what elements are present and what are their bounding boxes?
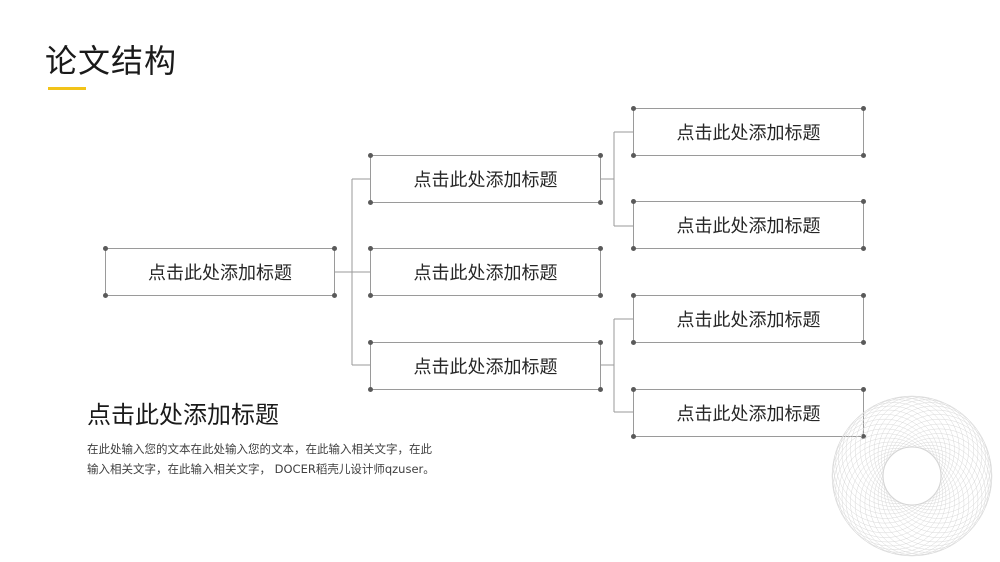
- spirograph-ring: [838, 405, 943, 511]
- corner-dot: [631, 246, 636, 251]
- spirograph-ring: [841, 402, 947, 507]
- tree-node-label: 点击此处添加标题: [148, 263, 292, 284]
- tree-node-label: 点击此处添加标题: [676, 216, 821, 237]
- corner-dot: [631, 387, 636, 392]
- corner-dot: [861, 199, 866, 204]
- summary-body-line: 在此处输入您的文本在此处输入您的文本，在此输入相关文字，在此: [87, 442, 432, 456]
- corner-dot: [631, 153, 636, 158]
- summary-body-line: 输入相关文字，在此输入相关文字， DOCER稻壳儿设计师qzuser。: [87, 462, 435, 476]
- corner-dot: [598, 293, 603, 298]
- corner-dot: [861, 434, 866, 439]
- tree-node-root[interactable]: 点击此处添加标题: [103, 246, 337, 298]
- corner-dot: [861, 340, 866, 345]
- tree-node-label: 点击此处添加标题: [413, 263, 558, 284]
- corner-dot: [598, 200, 603, 205]
- corner-dot: [598, 387, 603, 392]
- corner-dot: [598, 340, 603, 345]
- corner-dot: [861, 106, 866, 111]
- spirograph-ring: [877, 445, 983, 550]
- corner-dot: [368, 340, 373, 345]
- tree-node-level3-2[interactable]: 点击此处添加标题: [631, 199, 866, 251]
- spirograph-ring: [884, 409, 989, 515]
- summary-title: 点击此处添加标题: [87, 401, 279, 429]
- corner-dot: [332, 246, 337, 251]
- corner-dot: [598, 153, 603, 158]
- corner-dot: [631, 293, 636, 298]
- slide-title: 论文结构: [45, 42, 178, 80]
- spirograph-ring: [873, 399, 979, 504]
- spirograph-ring: [881, 441, 986, 547]
- corner-dot: [368, 153, 373, 158]
- corner-dot: [861, 387, 866, 392]
- corner-dot: [103, 246, 108, 251]
- spirograph-ring: [877, 402, 983, 507]
- tree-node-level2-2[interactable]: 点击此处添加标题: [368, 246, 603, 298]
- tree-node-label: 点击此处添加标题: [676, 123, 821, 144]
- corner-dot: [368, 387, 373, 392]
- corner-dot: [368, 200, 373, 205]
- spirograph-circle-icon: [831, 395, 993, 557]
- corner-dot: [368, 293, 373, 298]
- corner-dot: [103, 293, 108, 298]
- tree-node-level2-3[interactable]: 点击此处添加标题: [368, 340, 603, 392]
- tree-node-level3-3[interactable]: 点击此处添加标题: [631, 293, 866, 345]
- tree-node-level3-4[interactable]: 点击此处添加标题: [631, 387, 866, 439]
- spirograph-ring: [881, 405, 986, 511]
- tree-node-label: 点击此处添加标题: [676, 310, 821, 331]
- corner-dot: [598, 246, 603, 251]
- tree-node-level2-1[interactable]: 点击此处添加标题: [368, 153, 603, 205]
- tree-node-level3-1[interactable]: 点击此处添加标题: [631, 106, 866, 158]
- corner-dot: [861, 153, 866, 158]
- tree-node-label: 点击此处添加标题: [413, 357, 558, 378]
- corner-dot: [861, 246, 866, 251]
- corner-dot: [332, 293, 337, 298]
- title-accent-bar: [48, 87, 86, 90]
- corner-dot: [861, 293, 866, 298]
- corner-dot: [631, 106, 636, 111]
- summary-body: 在此处输入您的文本在此处输入您的文本，在此输入相关文字，在此 输入相关文字，在此…: [87, 439, 517, 479]
- corner-dot: [368, 246, 373, 251]
- spirograph-ring: [841, 445, 947, 550]
- spirograph-ring: [838, 441, 943, 547]
- tree-node-label: 点击此处添加标题: [413, 170, 558, 191]
- corner-dot: [631, 340, 636, 345]
- corner-dot: [631, 434, 636, 439]
- tree-node-label: 点击此处添加标题: [676, 404, 821, 425]
- corner-dot: [631, 199, 636, 204]
